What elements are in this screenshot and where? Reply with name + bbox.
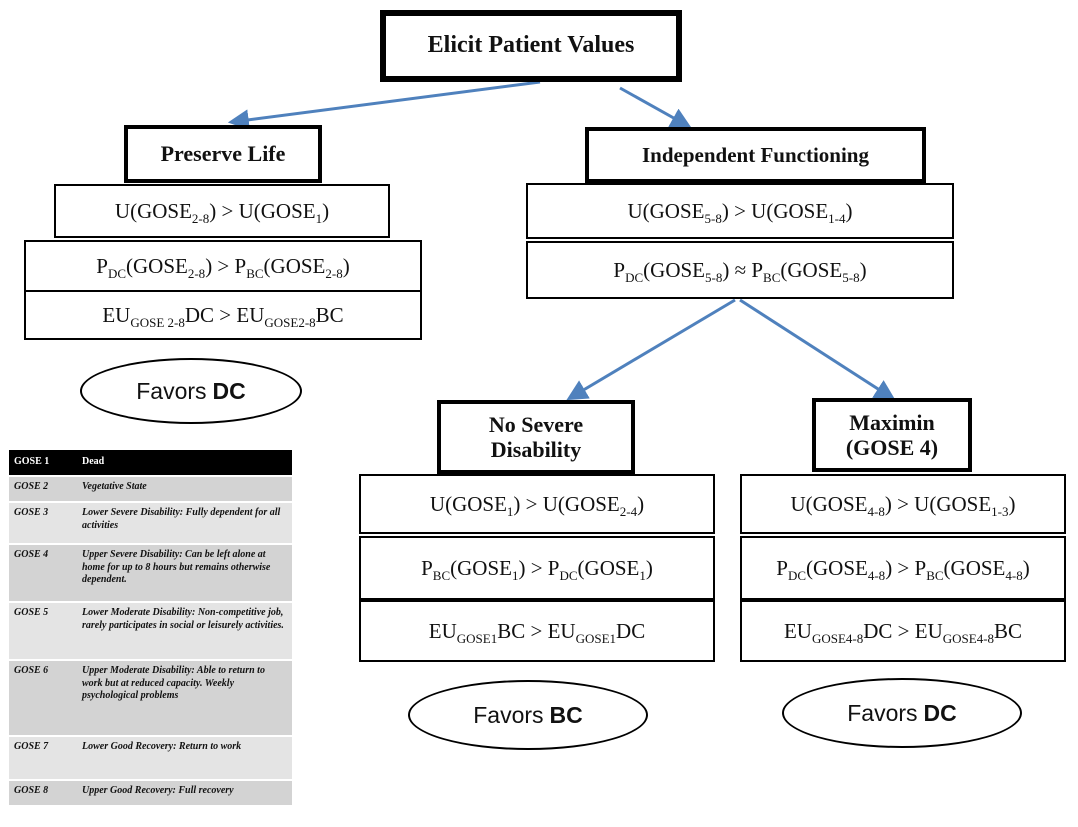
- nosevere-probability-equation: PBC(GOSE1) > PDC(GOSE1): [359, 536, 715, 600]
- nosevere-expected-utility-equation: EUGOSE1BC > EUGOSE1DC: [359, 600, 715, 662]
- node-no-severe-disability: No Severe Disability: [437, 400, 635, 474]
- root-node-elicit-patient-values: Elicit Patient Values: [380, 10, 682, 82]
- table-row: GOSE 7 Lower Good Recovery: Return to wo…: [9, 736, 292, 781]
- table-row: GOSE 5 Lower Moderate Disability: Non-co…: [9, 602, 292, 661]
- maximin-utility-equation: U(GOSE4-8) > U(GOSE1-3): [740, 474, 1066, 534]
- preserve-probability-equation: PDC(GOSE2-8) > PBC(GOSE2-8): [24, 240, 422, 292]
- independent-probability-equation: PDC(GOSE5-8) ≈ PBC(GOSE5-8): [526, 241, 954, 299]
- node-maximin-gose-4: Maximin (GOSE 4): [812, 398, 972, 472]
- table-row: GOSE 1 Dead: [9, 450, 292, 477]
- node-independent-functioning: Independent Functioning: [585, 127, 926, 183]
- arrow-to-no-severe-disability: [566, 298, 736, 401]
- maximin-probability-equation: PDC(GOSE4-8) > PBC(GOSE4-8): [740, 536, 1066, 600]
- table-row: GOSE 4 Upper Severe Disability: Can be l…: [9, 544, 292, 603]
- table-row: GOSE 3 Lower Severe Disability: Fully de…: [9, 502, 292, 545]
- independent-utility-equation: U(GOSE5-8) > U(GOSE1-4): [526, 183, 954, 239]
- table-row: GOSE 2 Vegetative State: [9, 476, 292, 503]
- arrow-to-maximin: [739, 298, 896, 401]
- nosevere-utility-equation: U(GOSE1) > U(GOSE2-4): [359, 474, 715, 534]
- table-row: GOSE 6 Upper Moderate Disability: Able t…: [9, 660, 292, 737]
- preserve-utility-equation: U(GOSE2-8) > U(GOSE1): [54, 184, 390, 238]
- maximin-expected-utility-equation: EUGOSE4-8DC > EUGOSE4-8BC: [740, 600, 1066, 662]
- arrow-to-preserve-life: [227, 80, 541, 131]
- node-preserve-life: Preserve Life: [124, 125, 322, 183]
- preserve-expected-utility-equation: EUGOSE 2-8DC > EUGOSE2-8BC: [24, 290, 422, 340]
- table-row: GOSE 8 Upper Good Recovery: Full recover…: [9, 780, 292, 807]
- gose-scale-table: GOSE 1 Dead GOSE 2 Vegetative State GOSE…: [9, 450, 292, 807]
- arrow-to-independent-functioning: [619, 86, 692, 129]
